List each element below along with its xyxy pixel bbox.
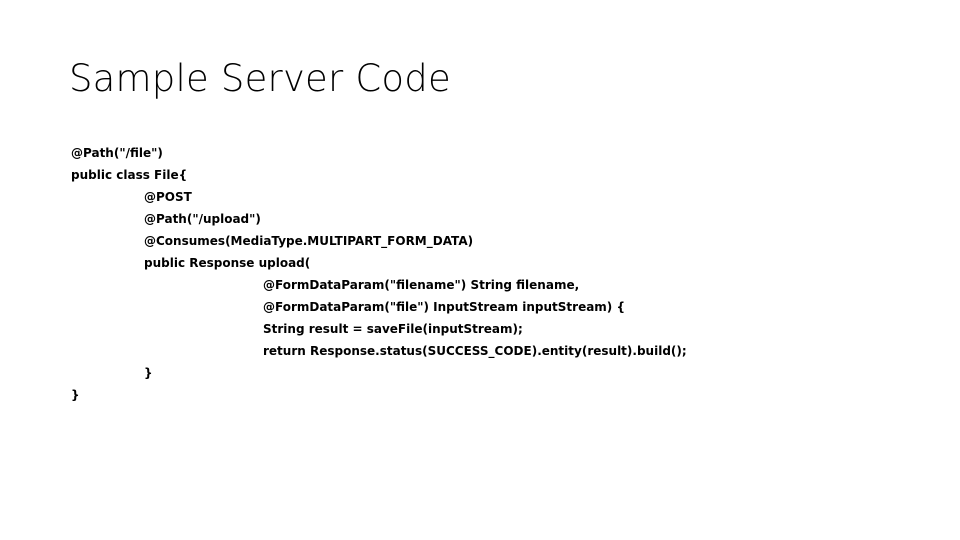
code-line: } [71, 388, 80, 402]
code-line: @POST [144, 190, 192, 204]
code-line: @FormDataParam("filename") String filena… [263, 278, 580, 292]
code-line: String result = saveFile(inputStream); [263, 322, 523, 336]
code-line: @Consumes(MediaType.MULTIPART_FORM_DATA) [144, 234, 474, 248]
code-line: } [144, 366, 153, 380]
code-line: @FormDataParam("file") InputStream input… [263, 300, 626, 314]
code-block: @Path("/file") public class File{ @POST @Pa… [71, 142, 911, 406]
code-line: public class File{ [71, 168, 188, 182]
code-line: @Path("/upload") [144, 212, 261, 226]
page-title: Sample Server Code [69, 57, 451, 100]
code-line: @Path("/file") [71, 146, 163, 160]
code-line: return Response.status(SUCCESS_CODE).ent… [263, 344, 687, 358]
code-line: public Response upload( [144, 256, 311, 270]
